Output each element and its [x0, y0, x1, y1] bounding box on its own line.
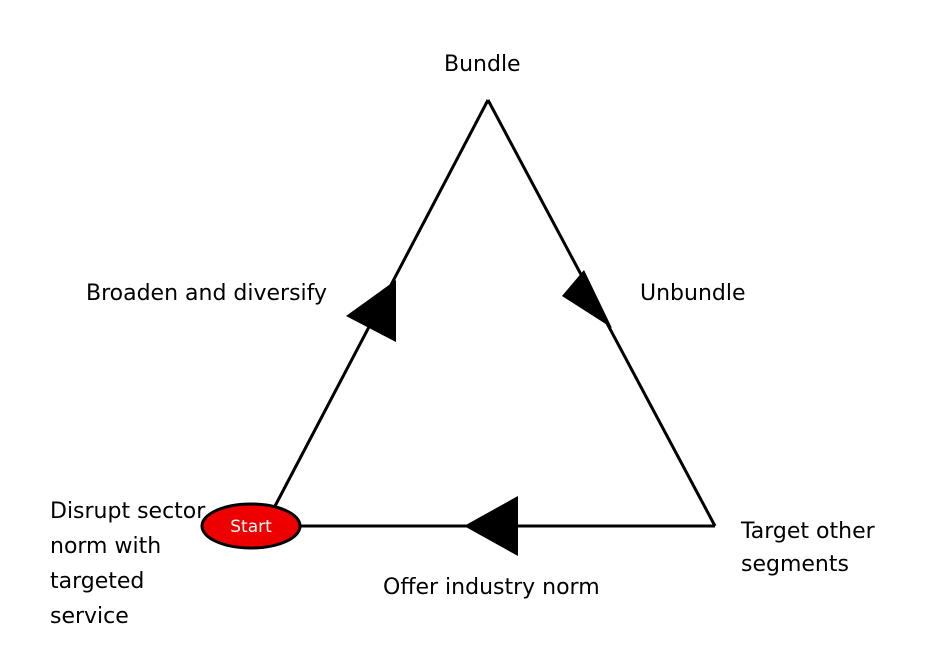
- node-label-disrupt: Disrupt sector norm with targeted servic…: [50, 499, 206, 629]
- arrow-left-edge-icon: [346, 280, 396, 342]
- arrow-right-edge-icon: [562, 270, 612, 328]
- arrow-bottom-edge-icon: [464, 496, 518, 556]
- start-marker: Start: [200, 502, 302, 550]
- node-label-bundle: Bundle: [444, 52, 521, 77]
- start-label: Start: [230, 517, 272, 537]
- node-label-target-segments: Target other segments: [741, 519, 875, 577]
- edge-label-broaden: Broaden and diversify: [86, 281, 328, 306]
- start-ellipse: [200, 502, 302, 550]
- edge-label-offer-norm: Offer industry norm: [383, 575, 600, 600]
- edge-label-unbundle: Unbundle: [640, 281, 746, 306]
